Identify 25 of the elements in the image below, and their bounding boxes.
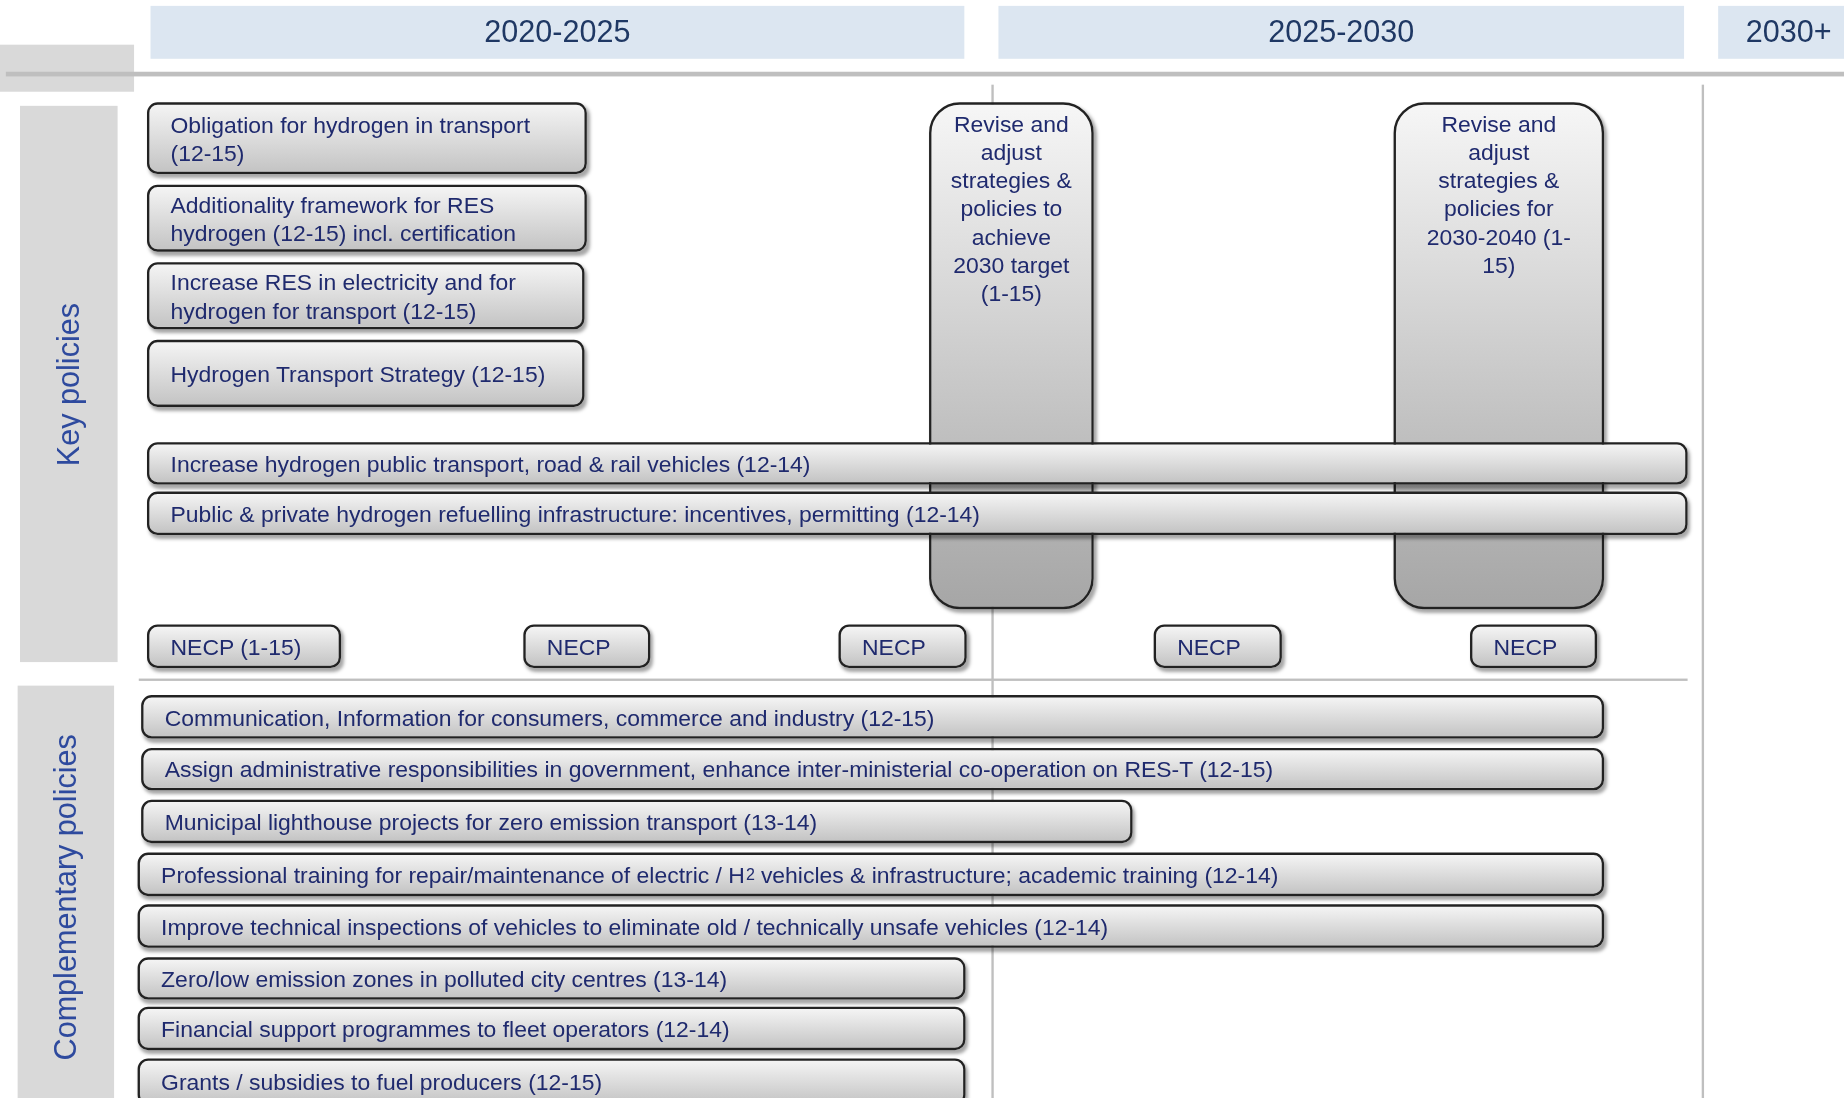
policy-bar: Increase RES in electricity and for hydrogen for transport (12-15) (147, 262, 585, 330)
policy-bar: Public & private hydrogen refuelling infrastructure: incentives, permitting (12-14) (147, 491, 1688, 536)
policy-bar: Financial support programmes to fleet operators (12-14) (137, 1006, 966, 1051)
policy-bar: Improve technical inspections of vehicles to eliminate old / technically unsafe vehicles (12-14) (137, 904, 1605, 948)
policy-bar: Assign administrative responsibilities in government, enhance inter-ministerial co-operation on RES-T (12-15) (141, 747, 1605, 791)
policy-bar: Hydrogen Transport Strategy (12-15) (147, 339, 585, 407)
policy-bar: NECP (523, 624, 651, 668)
policy-bar: Grants / subsidies to fuel producers (12-15) (137, 1058, 966, 1098)
policy-bar: Increase hydrogen public transport, road & rail vehicles (12-14) (147, 442, 1688, 485)
row-label: Key policies (50, 302, 87, 466)
policy-bar: Communication, Information for consumers, commerce and industry (12-15) (141, 695, 1605, 739)
policy-bar: Additionality framework for RES hydrogen (12-15) incl. certification (147, 184, 587, 252)
policy-bar: Municipal lighthouse projects for zero emission transport (13-14) (141, 799, 1133, 844)
policy-bar: NECP (1470, 624, 1598, 668)
policy-bar: Zero/low emission zones in polluted city centres (13-14) (137, 957, 966, 1000)
period-header: 2025-2030 (998, 5, 1685, 59)
policy-bar: NECP (1153, 624, 1282, 668)
row-band (20, 105, 118, 663)
policy-bar: Obligation for hydrogen in transport (12-15) (147, 102, 587, 175)
policy-bar: NECP (838, 624, 967, 668)
period-header: 2030+ (1718, 5, 1844, 59)
policy-bar: NECP (1-15) (147, 624, 342, 668)
period-header: 2020-2025 (150, 5, 965, 59)
row-label: Complementary policies (47, 734, 84, 1061)
row-band (17, 685, 115, 1098)
